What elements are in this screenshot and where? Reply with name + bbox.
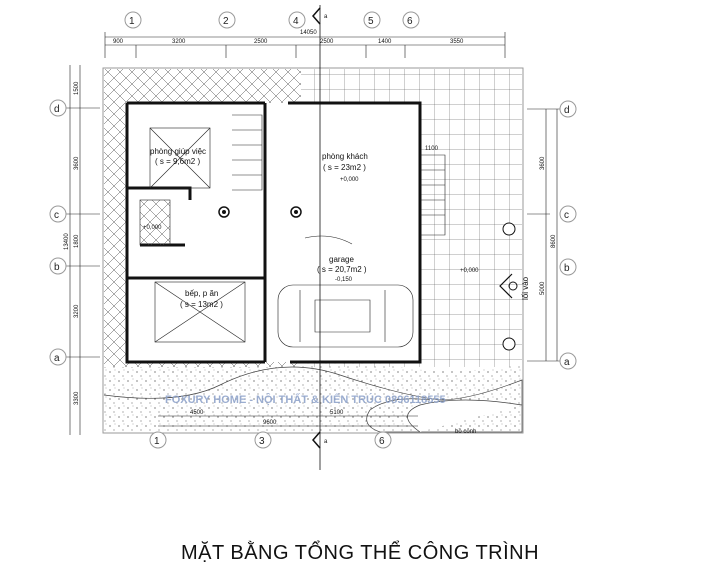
svg-text:a: a <box>54 353 60 364</box>
room-name: bếp, p ăn <box>185 289 218 298</box>
svg-text:5: 5 <box>368 16 374 27</box>
svg-text:2500: 2500 <box>254 39 268 45</box>
svg-text:a: a <box>564 357 570 368</box>
svg-text:3200: 3200 <box>74 304 80 318</box>
entrance-arrow-icon <box>499 273 513 299</box>
svg-text:+0,000: +0,000 <box>143 225 162 231</box>
svg-text:8600: 8600 <box>551 234 557 248</box>
room-area: ( s = 20,7m2 ) <box>317 265 367 274</box>
room-area: ( s = 13m2 ) <box>180 300 223 309</box>
grid-right: d c b a <box>559 100 577 370</box>
svg-text:1400: 1400 <box>378 39 392 45</box>
watermark: FOXURY HOME - NỘI THẤT & KIẾN TRÚC 08961… <box>165 393 446 406</box>
svg-text:6: 6 <box>379 436 385 447</box>
room-name: garage <box>329 255 354 264</box>
entrance-label: lối vào <box>521 276 530 300</box>
grid-top: 1 2 4 5 6 <box>124 11 420 29</box>
car-outline <box>277 284 414 348</box>
grid-left: d c b a <box>49 99 67 366</box>
svg-text:9600: 9600 <box>263 420 277 426</box>
svg-text:1: 1 <box>129 16 135 27</box>
grid-bottom: 1 3 6 <box>149 431 392 449</box>
servant-room-cross <box>149 127 211 189</box>
svg-text:1100: 1100 <box>425 146 439 152</box>
svg-text:3600: 3600 <box>74 156 80 170</box>
svg-text:c: c <box>564 210 569 221</box>
svg-text:b: b <box>564 263 570 274</box>
svg-text:+0,000: +0,000 <box>340 177 359 183</box>
room-name: phòng giúp việc <box>150 147 206 156</box>
svg-text:d: d <box>54 104 60 115</box>
flowerbed <box>407 399 523 433</box>
svg-text:-0,150: -0,150 <box>335 277 353 283</box>
building-footprint <box>127 103 420 362</box>
svg-text:3200: 3200 <box>172 39 186 45</box>
svg-text:3300: 3300 <box>74 391 80 405</box>
svg-text:a: a <box>324 439 328 445</box>
svg-text:13400: 13400 <box>64 233 70 250</box>
svg-text:2500: 2500 <box>320 39 334 45</box>
svg-text:+0,000: +0,000 <box>460 268 479 274</box>
svg-text:d: d <box>564 105 570 116</box>
kitchen-cross <box>154 281 246 343</box>
flowerbed-label: bồ cỏnh <box>455 428 476 435</box>
svg-text:1: 1 <box>154 436 160 447</box>
svg-text:a: a <box>324 14 328 20</box>
dim-total-top: 14050 <box>300 30 317 36</box>
room-area: ( s = 23m2 ) <box>323 163 366 172</box>
svg-text:5000: 5000 <box>540 281 546 295</box>
room-area: ( s = 9,6m2 ) <box>155 157 200 166</box>
svg-text:5100: 5100 <box>330 410 344 416</box>
drawing-title: MẶT BẰNG TỔNG THỂ CÔNG TRÌNH <box>180 542 540 564</box>
svg-text:b: b <box>54 262 60 273</box>
gate-post <box>502 337 516 351</box>
site-boundary <box>102 67 524 434</box>
svg-text:4: 4 <box>293 16 299 27</box>
svg-text:900: 900 <box>113 39 124 45</box>
svg-text:6: 6 <box>407 16 413 27</box>
svg-text:4500: 4500 <box>190 410 204 416</box>
stair-left <box>232 114 263 191</box>
svg-text:3550: 3550 <box>450 39 464 45</box>
room-name: phòng khách <box>322 152 368 161</box>
stair-right <box>420 154 446 236</box>
section-marker-top <box>312 7 321 25</box>
svg-text:1800: 1800 <box>74 234 80 248</box>
section-marker-bottom <box>312 431 321 449</box>
svg-text:3: 3 <box>259 436 265 447</box>
gate-post <box>502 222 516 236</box>
svg-text:1500: 1500 <box>74 81 80 95</box>
garden-curve <box>103 366 523 433</box>
svg-text:c: c <box>54 210 59 221</box>
wc <box>139 199 171 246</box>
svg-text:3600: 3600 <box>540 156 546 170</box>
svg-text:2: 2 <box>223 16 229 27</box>
